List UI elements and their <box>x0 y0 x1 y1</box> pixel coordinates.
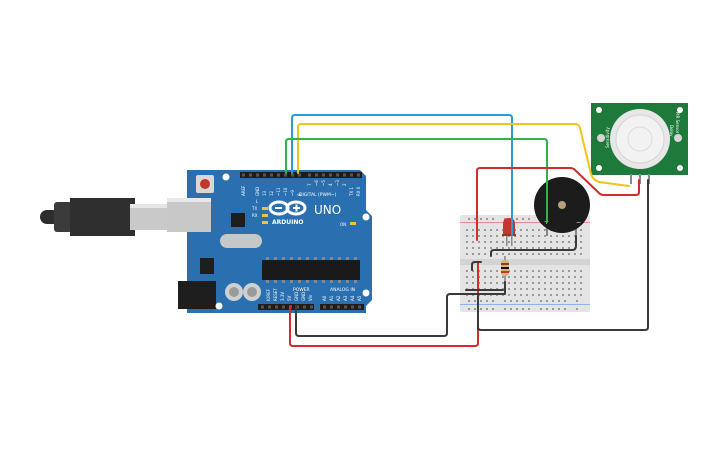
wire-black-pir[interactable] <box>477 179 649 331</box>
pir-right-label: PIR Sensor <box>675 112 680 134</box>
svg-text:7: 7 <box>307 183 312 186</box>
wire-green[interactable] <box>285 138 548 223</box>
wire-yellow[interactable] <box>297 123 630 187</box>
usb-cable[interactable] <box>40 198 168 236</box>
arduino-model-text: UNO <box>314 203 341 217</box>
svg-text:5V: 5V <box>287 295 292 301</box>
arduino-brand-text: ARDUINO <box>272 219 303 226</box>
arduino-logo-icon <box>268 200 307 216</box>
atmega-chip <box>262 260 360 280</box>
svg-text:3.3V: 3.3V <box>280 292 285 301</box>
dc-jack <box>178 281 216 309</box>
wire-black-buzzer[interactable] <box>490 235 577 257</box>
svg-text:A5: A5 <box>357 295 362 301</box>
svg-text:~10: ~10 <box>283 187 288 196</box>
svg-text:~9: ~9 <box>290 190 295 196</box>
svg-text:~11: ~11 <box>276 187 281 196</box>
svg-text:AREF: AREF <box>241 185 246 196</box>
crystal-oscillator <box>220 234 262 248</box>
svg-text:A4: A4 <box>350 295 355 301</box>
on-led-label: ON <box>340 222 346 227</box>
digital-header-label: DIGITAL (PWM~) <box>299 192 337 198</box>
wire-blue[interactable] <box>291 114 513 236</box>
svg-text:GND: GND <box>301 292 306 301</box>
svg-text:2: 2 <box>342 183 347 186</box>
wire-red-5v[interactable] <box>289 261 479 347</box>
wire-black-rail[interactable] <box>471 261 482 271</box>
analog-header <box>320 304 364 310</box>
breadboard <box>460 215 590 312</box>
analog-header-label: ANALOG IN <box>330 287 355 293</box>
svg-text:4: 4 <box>328 183 333 186</box>
svg-text:GND: GND <box>255 187 260 196</box>
svg-text:A3: A3 <box>343 295 348 301</box>
svg-text:TX 1: TX 1 <box>349 187 354 197</box>
wire-black-gnd[interactable] <box>295 281 506 337</box>
analog-pin-labels: A0 A1 A2 A3 A4 A5 <box>322 295 362 301</box>
usb-b-jack <box>167 198 211 232</box>
arduino-uno-board: TX RX L ON ARDUINO UNO AREF GND 13 12 ~1… <box>167 170 372 313</box>
svg-text:12: 12 <box>269 190 274 196</box>
wires <box>285 114 649 347</box>
svg-text:A2: A2 <box>336 295 341 301</box>
tx-led-label: TX <box>251 206 257 211</box>
digital-pin-labels: AREF GND 13 12 ~11 ~10 ~9 8 7 ~6 ~5 4 ~3… <box>241 180 361 197</box>
svg-text:A1: A1 <box>329 295 334 301</box>
svg-text:A0: A0 <box>322 295 327 301</box>
buzzer-minus-label: − <box>576 219 581 226</box>
svg-text:13: 13 <box>262 190 267 196</box>
svg-text:~3: ~3 <box>335 180 340 186</box>
resistor <box>501 256 509 282</box>
svg-text:RESET: RESET <box>273 288 278 301</box>
power-header <box>258 304 314 310</box>
svg-text:GND: GND <box>294 292 299 301</box>
svg-text:IOREF: IOREF <box>266 288 271 301</box>
pir-motion-sensor: Sensitivity Delay PIR Sensor <box>591 103 688 184</box>
power-pin-labels: IOREF RESET 3.3V 5V GND GND Vin <box>266 288 313 301</box>
pir-left-label: Sensitivity <box>605 127 610 148</box>
power-header-label: POWER <box>293 287 310 293</box>
svg-text:Vin: Vin <box>308 294 313 301</box>
svg-text:RX 0: RX 0 <box>356 186 361 196</box>
rx-led-label: RX <box>252 213 258 218</box>
l-led-label: L <box>256 199 259 204</box>
svg-text:~5: ~5 <box>321 180 326 186</box>
svg-text:~6: ~6 <box>314 180 319 186</box>
wire-red-pir[interactable] <box>476 167 640 241</box>
pir-middle-label: Delay <box>669 125 674 137</box>
svg-text:8: 8 <box>297 193 302 196</box>
